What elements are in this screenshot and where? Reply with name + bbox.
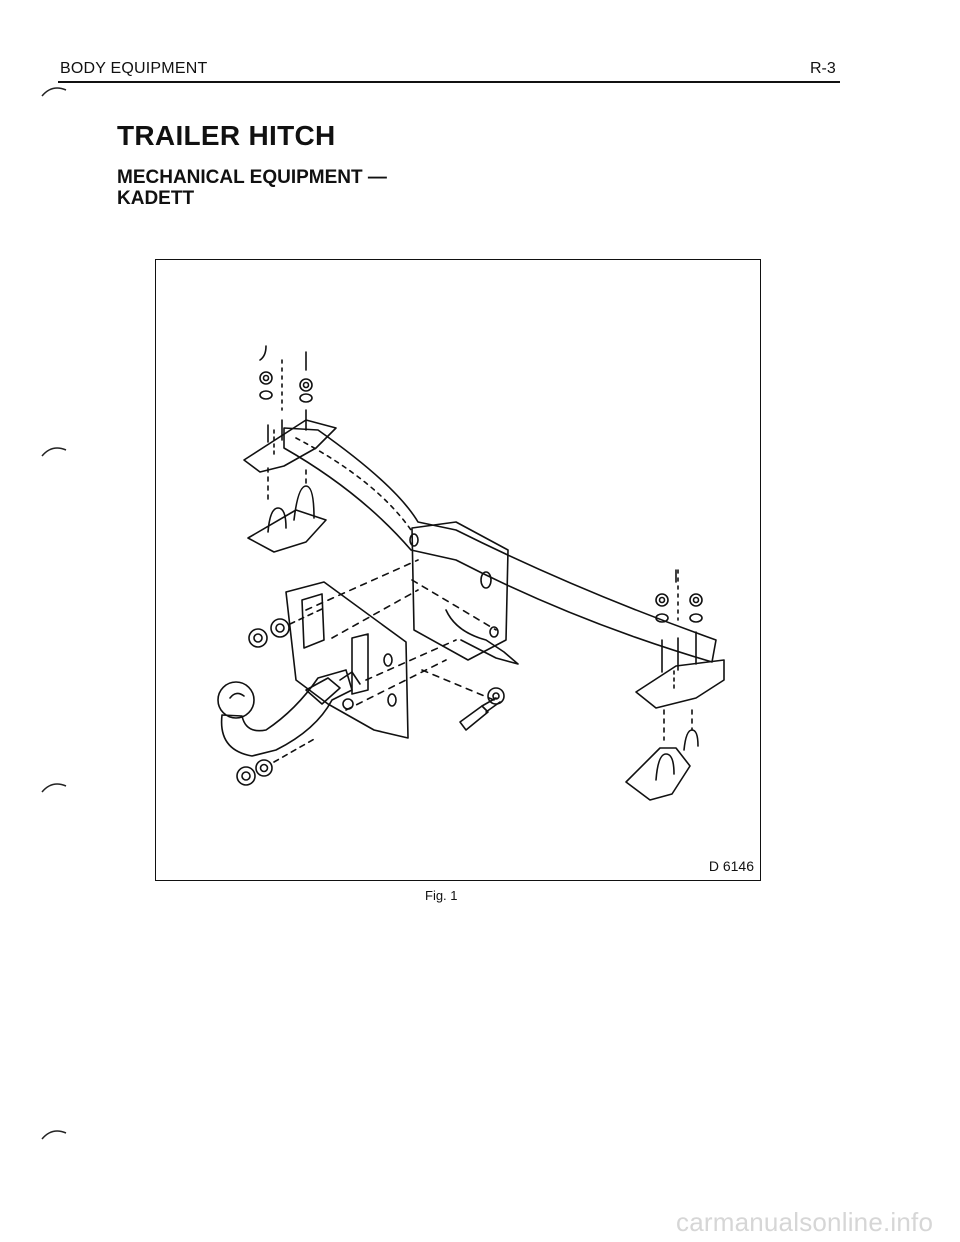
center-plate [411,521,509,661]
binder-hole-mark-1 [41,87,67,97]
figure-reference-code: D 6146 [708,858,754,874]
figure-caption: Fig. 1 [425,888,458,903]
figure-frame: D 6146 [155,259,761,881]
left-nuts [248,607,325,648]
subtitle-line-1: MECHANICAL EQUIPMENT — [117,167,387,188]
towbar-plate [285,581,409,739]
page-title: TRAILER HITCH [117,120,336,151]
tow-arm [220,669,353,757]
right-upper-bracket [635,659,725,709]
watermark: carmanualsonline.info [676,1207,934,1237]
page-subtitle: MECHANICAL EQUIPMENT — KADETT [117,167,387,209]
binder-hole-mark-3 [41,783,67,793]
header-divider [58,81,840,83]
subtitle-line-2: KADETT [117,188,195,209]
binder-hole-mark-4 [41,1130,67,1140]
tow-ball [217,681,255,719]
crossbar-edge [295,437,412,531]
section-header: BODY EQUIPMENT [60,60,208,77]
trailer-hitch-exploded-diagram [217,345,725,801]
binder-hole-mark-2 [41,447,67,457]
right-lower-bracket [625,747,691,801]
bottom-nuts [236,737,317,786]
left-lower-bracket [247,509,327,553]
center-bolt [459,687,505,731]
page-number: R-3 [810,60,836,77]
